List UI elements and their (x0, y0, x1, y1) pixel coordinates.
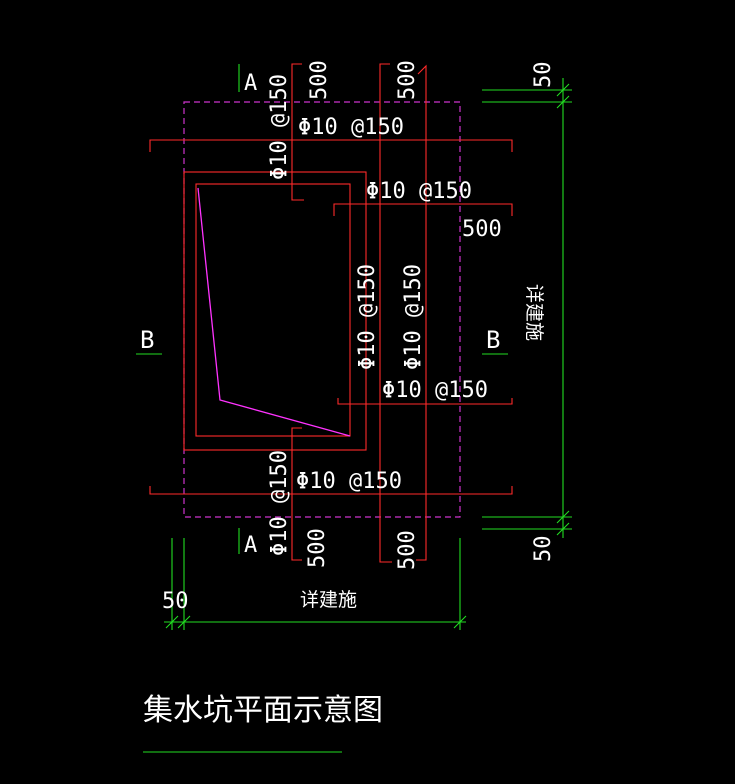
dim-500-top-right: 500 (395, 60, 420, 100)
section-b-left-label: B (140, 326, 154, 354)
see-arch-right: 详建施 (523, 284, 545, 341)
rebar-label-top: Φ10 @150 (298, 115, 404, 140)
section-b-right-label: B (486, 326, 500, 354)
slope-line (197, 187, 351, 437)
rebar-left-vertical-upper (291, 63, 304, 201)
dim-500-bottom-right: 500 (395, 530, 420, 570)
rebar-upper-mid-horizontal (333, 203, 513, 216)
rebar-left-vertical-lower (291, 427, 302, 561)
dim-500-bottom-left: 500 (305, 528, 330, 568)
section-a-bottom-label: A (244, 533, 257, 558)
dim-50-top-right: 50 (531, 62, 556, 89)
rebar-right-vertical-b (416, 64, 427, 561)
rebar-label-mid-vertical: Φ10 @150 (355, 264, 380, 370)
see-arch-bottom: 详建施 (300, 589, 357, 611)
dimension-lines (136, 64, 572, 753)
dim-50-bottom-right: 50 (531, 536, 556, 563)
rebar-label-upper-mid: Φ10 @150 (366, 179, 472, 204)
rebar-lower-mid-horizontal (337, 398, 513, 405)
rebar-top-horizontal (149, 139, 513, 152)
dim-500-right-middle: 500 (462, 217, 502, 242)
rebar-bottom-horizontal (149, 486, 513, 495)
rebar-label-right-vertical: Φ10 @150 (401, 264, 426, 370)
rebar-label-left-lower: Φ10 @150 (267, 450, 292, 556)
rebar-label-bottom: Φ10 @150 (296, 469, 402, 494)
rebar-inner-frame (195, 183, 351, 437)
dim-500-top-left: 500 (307, 60, 332, 100)
rebar-outer-frame (183, 171, 367, 451)
section-a-top-label: A (244, 71, 257, 96)
rebar-lines (149, 63, 513, 563)
drawing-title: 集水坑平面示意图 (143, 693, 383, 728)
rebar-label-left-upper: Φ10 @150 (267, 74, 292, 180)
dim-50-bottom-left: 50 (162, 589, 189, 614)
rebar-right-vertical-a (379, 63, 392, 563)
rebar-label-lower-mid: Φ10 @150 (382, 378, 488, 403)
